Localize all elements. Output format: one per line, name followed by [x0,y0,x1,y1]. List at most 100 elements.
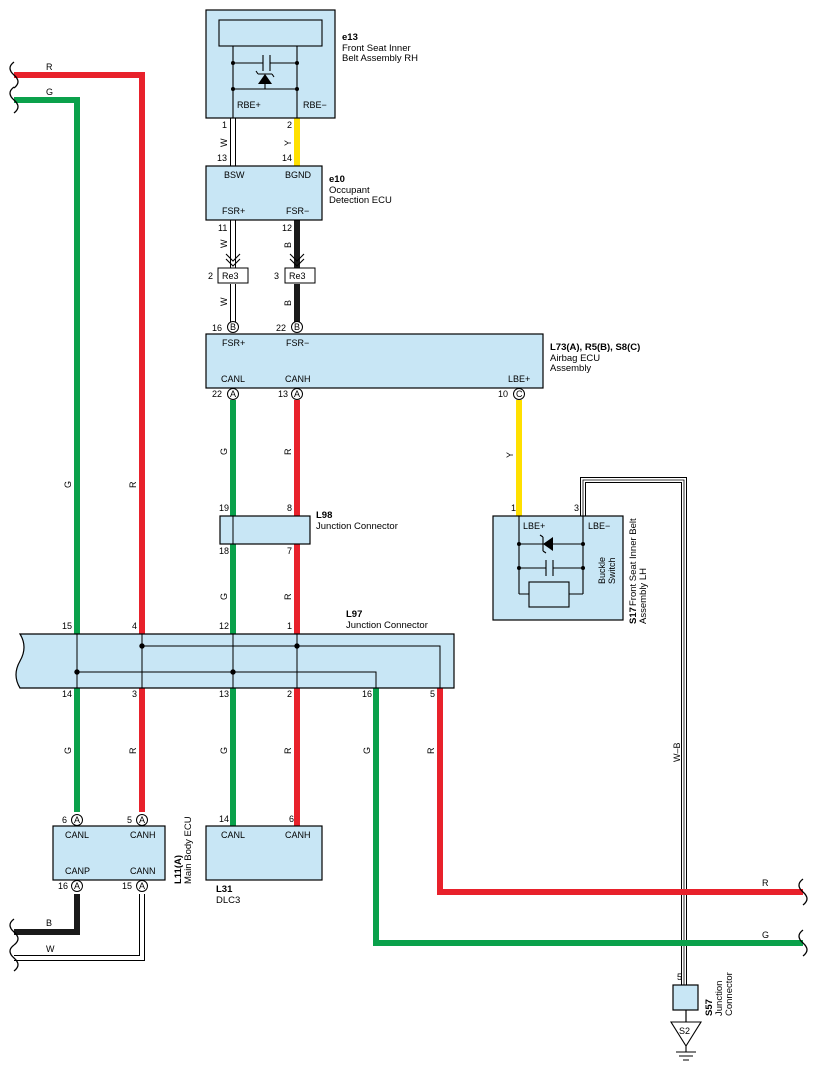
wire-label-y-1: Y [283,140,293,146]
wire-label-r-l98: R [283,593,293,600]
l98-id: L98 [316,510,332,521]
pin-airbag-22: 22 [212,389,222,399]
pin-airbag-10: 10 [498,389,508,399]
component-s57 [672,984,699,1011]
badge-b-1: B [230,322,236,332]
wire-label-g-l98: G [219,593,229,600]
wire-label-g-right-v: G [362,747,372,754]
l31-name: DLC3 [216,895,240,906]
pin-l11-5: 5 [127,815,132,825]
wire-wb-s17-s57 [580,477,687,985]
pin-l97-12: 12 [219,621,229,631]
l11-pin-badges-bottom: 16 A 15 A [58,880,148,892]
wire-label-r-right-h: R [762,878,769,888]
s17-switch-label2: Switch [607,557,617,584]
e10-terminal-bsw: BSW [224,170,245,180]
re3-left-label: Re3 [222,271,239,281]
pin-l97-13: 13 [219,689,229,699]
e10-name-line1: Occupant [329,185,370,196]
pin-airbag-16: 16 [212,323,222,333]
wire-label-w-2: W [219,239,229,248]
wire-label-r-right-v: R [426,747,436,754]
airbag-pin-badges-top: 16 B 22 B [212,321,303,333]
wire-label-r-l11: R [128,747,138,754]
component-e10 [205,165,323,221]
e10-name-line2: Detection ECU [329,195,392,206]
airbag-terminal-lbe-plus: LBE+ [508,374,530,384]
s17-switch-label1: Buckle [597,557,607,584]
re3-connector-right: Re3 [284,253,316,284]
l11-pin-badges-top: 6 A 5 A [62,814,148,826]
airbag-terminal-fsr-plus: FSR+ [222,338,245,348]
wire-label-y-lbe: Y [505,452,515,458]
airbag-terminal-canl: CANL [221,374,245,384]
pin-l31-14: 14 [219,814,229,824]
airbag-pin-badges-bottom: 22 A 13 A 10 C [212,388,525,400]
wire-label-w-cann: W [46,944,55,954]
pin-l98-19: 19 [219,503,229,513]
s17-internal-symbol [517,516,585,608]
component-l31 [205,825,323,881]
wire-w-cann [14,894,145,961]
pin-re3-2: 2 [208,271,213,281]
component-l11 [52,825,166,881]
badge-a-5: A [74,881,80,891]
wire-label-b-1: B [283,242,293,248]
pin-airbag-13: 13 [278,389,288,399]
e10-terminal-bgnd: BGND [285,170,312,180]
pin-l11-15: 15 [122,881,132,891]
l11-name: Main Body ECU [183,816,194,884]
pin-l97-4: 4 [132,621,137,631]
s57-name-line2: Connector [724,972,735,1016]
pin-s57-5: 5 [677,972,682,982]
wire-label-w-3: W [219,297,229,306]
badge-a-6: A [139,881,145,891]
l97-id: L97 [346,609,362,620]
pin-l97-5: 5 [430,689,435,699]
wire-label-w-1: W [219,138,229,147]
l11-id: L11(A) [173,855,184,884]
pin-l97-3: 3 [132,689,137,699]
pin-l11-16: 16 [58,881,68,891]
wire-label-g-right-h: G [762,930,769,940]
badge-a-3: A [74,815,80,825]
pin-l97-14: 14 [62,689,72,699]
re3-connector-left: Re3 [217,253,249,284]
l97-internal-bus [74,634,441,688]
pin-e10-14: 14 [282,153,292,163]
l31-terminal-canh: CANH [285,830,311,840]
airbag-terminal-canh: CANH [285,374,311,384]
e13-name-line2: Belt Assembly RH [342,53,418,64]
l97-name: Junction Connector [346,620,428,631]
badge-b-2: B [294,322,300,332]
badge-a-2: A [294,389,300,399]
airbag-name-line2: Assembly [550,363,591,374]
pin-l31-6: 6 [289,814,294,824]
re3-right-label: Re3 [289,271,306,281]
wire-label-r-l31: R [283,747,293,754]
l11-terminal-canp: CANP [65,866,90,876]
badge-a-4: A [139,815,145,825]
pin-l98-8: 8 [287,503,292,513]
wire-b-canp [14,894,80,935]
airbag-name-line1: Airbag ECU [550,353,600,364]
l31-terminal-canl: CANL [221,830,245,840]
wire-label-g-l31: G [219,747,229,754]
badge-c: C [516,389,523,399]
l98-name: Junction Connector [316,521,398,532]
pin-s17-3: 3 [574,503,579,513]
e13-id: e13 [342,32,358,43]
badge-a-1: A [230,389,236,399]
wire-label-g-l11: G [63,747,73,754]
e10-terminal-fsr-minus: FSR− [286,206,309,216]
e10-id: e10 [329,174,345,185]
airbag-terminal-fsr-minus: FSR− [286,338,309,348]
s17-terminal-lbe-plus: LBE+ [523,521,545,531]
wire-label-b-2: B [283,300,293,306]
pin-e10-13: 13 [217,153,227,163]
wire-label-r-left: R [128,481,138,488]
wire-label-g-canl: G [219,448,229,455]
wire-label-g-top: G [46,87,53,97]
wire-r-l97-right [437,688,803,895]
